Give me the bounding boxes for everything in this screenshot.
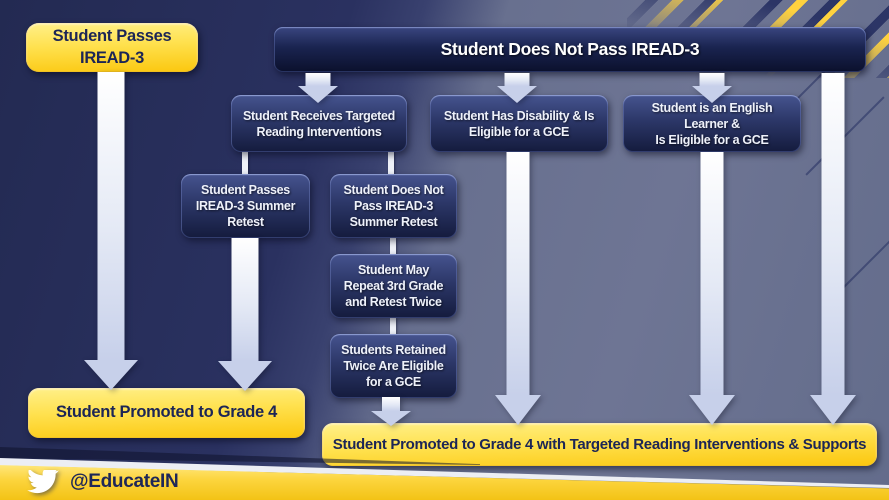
node-repeat-3rd-grade: Student May Repeat 3rd Grade and Retest … xyxy=(330,254,457,318)
node-promoted-grade4: Student Promoted to Grade 4 xyxy=(28,388,305,438)
node-student-passes-iread3: Student Passes IREAD-3 xyxy=(26,23,198,72)
arrow-disability-to-promoted-supports xyxy=(495,152,541,425)
node-targeted-reading-interventions: Student Receives Targeted Reading Interv… xyxy=(231,95,407,152)
arrow-header-to-interventions xyxy=(298,73,338,103)
arrow-head xyxy=(692,86,732,103)
arrow-shaft xyxy=(382,397,400,411)
node-student-does-not-pass-iread3: Student Does Not Pass IREAD-3 xyxy=(274,27,866,72)
arrow-shaft xyxy=(821,73,845,395)
node-label: Student is an English Learner & Is Eligi… xyxy=(651,100,773,147)
arrow-shaft xyxy=(699,73,725,86)
arrow-head xyxy=(371,411,411,426)
node-label: Student Does Not Pass IREAD-3 Summer Ret… xyxy=(343,183,444,229)
arrow-header-to-promoted-supports xyxy=(810,73,856,425)
arrow-shaft xyxy=(231,238,259,361)
arrow-english-learner-to-promoted-supports xyxy=(689,152,735,425)
node-promoted-grade4-supports: Student Promoted to Grade 4 with Targete… xyxy=(322,423,877,466)
arrow-shaft xyxy=(506,152,530,395)
arrow-shaft xyxy=(305,73,331,86)
arrow-header-to-disability xyxy=(497,73,537,103)
arrow-head xyxy=(810,395,856,425)
arrow-head xyxy=(84,360,138,390)
arrow-retained-to-promoted-supports xyxy=(371,397,411,426)
node-label: Student Promoted to Grade 4 with Targete… xyxy=(332,435,867,453)
arrow-head xyxy=(218,361,272,391)
arrow-pass-retest-to-promoted xyxy=(218,238,272,391)
node-passes-summer-retest: Student Passes IREAD-3 Summer Retest xyxy=(181,174,310,238)
node-label: Students Retained Twice Are Eligible for… xyxy=(341,343,446,389)
connector-repeat-to-retained xyxy=(390,317,396,337)
node-label: Student Passes IREAD-3 Summer Retest xyxy=(195,183,296,229)
node-label: Student May Repeat 3rd Grade and Retest … xyxy=(343,263,444,309)
connector-interventions-to-pass-retest xyxy=(242,151,248,177)
arrow-pass-iread3-to-promoted xyxy=(84,72,138,390)
node-english-learner-gce: Student is an English Learner & Is Eligi… xyxy=(623,95,801,152)
node-label: Student Passes IREAD-3 xyxy=(52,27,172,67)
arrow-head xyxy=(495,395,541,425)
node-label: Student Promoted to Grade 4 xyxy=(55,403,278,422)
node-label: Student Has Disability & Is Eligible for… xyxy=(443,108,595,139)
arrow-shaft xyxy=(504,73,530,86)
arrow-shaft xyxy=(97,72,125,360)
arrow-head xyxy=(298,86,338,103)
node-disability-gce: Student Has Disability & Is Eligible for… xyxy=(430,95,608,152)
connector-not-pass-retest-to-repeat xyxy=(390,237,396,257)
twitter-icon xyxy=(27,467,59,500)
node-not-pass-summer-retest: Student Does Not Pass IREAD-3 Summer Ret… xyxy=(330,174,457,238)
node-label: Student Does Not Pass IREAD-3 xyxy=(440,39,700,60)
arrow-header-to-english-learner xyxy=(692,73,732,103)
arrow-head xyxy=(497,86,537,103)
arrow-head xyxy=(689,395,735,425)
node-retained-twice-gce: Students Retained Twice Are Eligible for… xyxy=(330,334,457,398)
arrow-shaft xyxy=(700,152,724,395)
node-label: Student Receives Targeted Reading Interv… xyxy=(242,108,396,139)
twitter-handle: @EducateIN xyxy=(70,471,179,492)
connector-interventions-to-not-pass-retest xyxy=(388,151,394,177)
